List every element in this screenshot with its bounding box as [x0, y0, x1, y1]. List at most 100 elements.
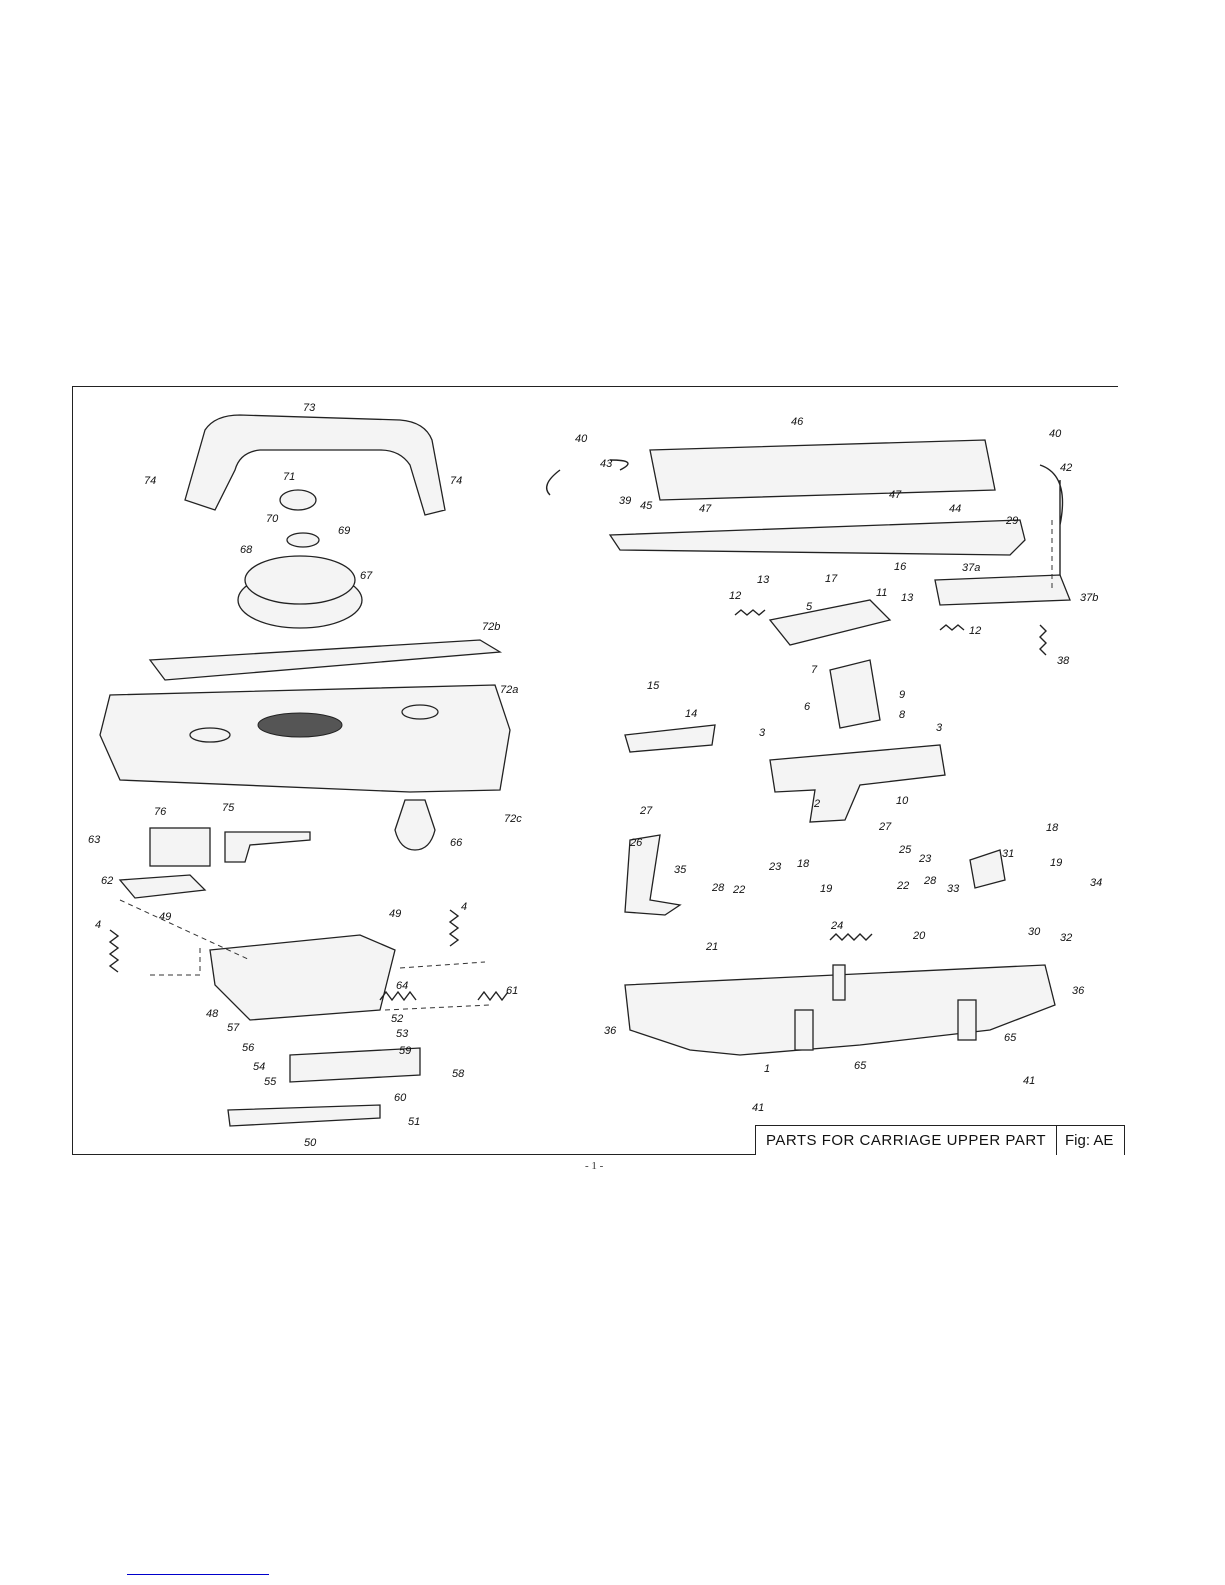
callout-12: 12 — [969, 625, 981, 637]
cover-hole-part — [401, 704, 439, 720]
callout-20: 20 — [912, 930, 926, 942]
callout-2: 2 — [813, 798, 820, 810]
callout-74: 74 — [450, 475, 462, 487]
dial-top-part — [244, 555, 356, 605]
callout-39: 39 — [619, 495, 631, 507]
callout-36: 36 — [1072, 985, 1085, 997]
callout-65: 65 — [1004, 1032, 1017, 1044]
part-35 — [624, 834, 682, 916]
callout-64: 64 — [396, 980, 408, 992]
cap-part — [279, 489, 317, 511]
spring-part — [108, 929, 120, 973]
spring-part — [939, 624, 965, 631]
callout-18: 18 — [1046, 822, 1059, 834]
callout-22: 22 — [732, 884, 745, 896]
link-underline[interactable] — [127, 1574, 269, 1575]
callout-46: 46 — [791, 416, 804, 428]
lever-plate-part — [209, 934, 396, 1021]
callout-70: 70 — [266, 513, 279, 525]
page-number: - 1 - — [585, 1160, 604, 1172]
callout-72c: 72c — [504, 813, 522, 825]
callout-72a: 72a — [500, 684, 518, 696]
callout-33: 33 — [947, 883, 960, 895]
callout-3: 3 — [936, 722, 943, 734]
callout-66: 66 — [450, 837, 463, 849]
spring-part — [477, 990, 509, 1002]
callout-7: 7 — [811, 664, 818, 676]
callout-48: 48 — [206, 1008, 219, 1020]
callout-32: 32 — [1060, 932, 1072, 944]
callout-75: 75 — [222, 802, 235, 814]
callout-73: 73 — [303, 402, 316, 414]
callout-62: 62 — [101, 875, 113, 887]
callout-45: 45 — [640, 500, 653, 512]
callout-68: 68 — [240, 544, 253, 556]
callout-13: 13 — [757, 574, 770, 586]
callout-18: 18 — [797, 858, 810, 870]
cover-hole-part — [189, 727, 231, 743]
callout-17: 17 — [825, 573, 838, 585]
callout-4: 4 — [461, 901, 467, 913]
callout-27: 27 — [878, 821, 892, 833]
part-2 — [769, 744, 946, 823]
callout-49: 49 — [389, 908, 401, 920]
plate-72b-part — [148, 639, 503, 681]
spring-part — [448, 909, 460, 947]
callout-53: 53 — [396, 1028, 409, 1040]
callout-55: 55 — [264, 1076, 277, 1088]
callout-54: 54 — [253, 1061, 265, 1073]
main-plate-part — [624, 964, 1056, 1056]
callout-58: 58 — [452, 1068, 465, 1080]
callout-35: 35 — [674, 864, 687, 876]
plate-46-part — [649, 439, 996, 501]
part-14 — [624, 724, 716, 753]
callout-69: 69 — [338, 525, 350, 537]
callout-34: 34 — [1090, 877, 1102, 889]
callout-6: 6 — [804, 701, 811, 713]
callout-4: 4 — [95, 919, 101, 931]
callout-57: 57 — [227, 1022, 240, 1034]
part-37 — [934, 574, 1071, 606]
callout-5: 5 — [806, 601, 813, 613]
callout-61: 61 — [506, 985, 518, 997]
spring-part — [829, 933, 873, 941]
callout-60: 60 — [394, 1092, 407, 1104]
handle-part — [184, 414, 446, 516]
callout-44: 44 — [949, 503, 961, 515]
callout-23: 23 — [918, 853, 932, 865]
callout-74: 74 — [144, 475, 156, 487]
callout-42: 42 — [1060, 462, 1072, 474]
post-part — [794, 1009, 814, 1051]
callout-12: 12 — [729, 590, 741, 602]
callout-41: 41 — [752, 1102, 764, 1114]
part-62 — [118, 874, 207, 899]
post-part — [832, 964, 846, 1001]
spring-part — [379, 990, 417, 1002]
callout-49: 49 — [159, 911, 171, 923]
callout-19: 19 — [820, 883, 832, 895]
callout-23: 23 — [768, 861, 782, 873]
callout-27: 27 — [639, 805, 653, 817]
callout-76: 76 — [154, 806, 167, 818]
callout-10: 10 — [896, 795, 909, 807]
keys-part — [289, 1047, 421, 1083]
wire-spring-part — [546, 459, 629, 496]
callout-67: 67 — [360, 570, 373, 582]
spring-part — [734, 609, 766, 616]
callout-38: 38 — [1057, 655, 1070, 667]
callout-72b: 72b — [482, 621, 500, 633]
callout-21: 21 — [705, 941, 718, 953]
callout-47: 47 — [699, 503, 712, 515]
spring-part — [1039, 624, 1047, 656]
callout-40: 40 — [575, 433, 588, 445]
callout-11: 11 — [876, 587, 887, 599]
part-5 — [768, 599, 892, 646]
callout-15: 15 — [647, 680, 660, 692]
part-76 — [149, 827, 211, 867]
callout-47: 47 — [889, 489, 902, 501]
callout-28: 28 — [711, 882, 725, 894]
callout-3: 3 — [759, 727, 766, 739]
callout-24: 24 — [830, 920, 843, 932]
callout-14: 14 — [685, 708, 697, 720]
